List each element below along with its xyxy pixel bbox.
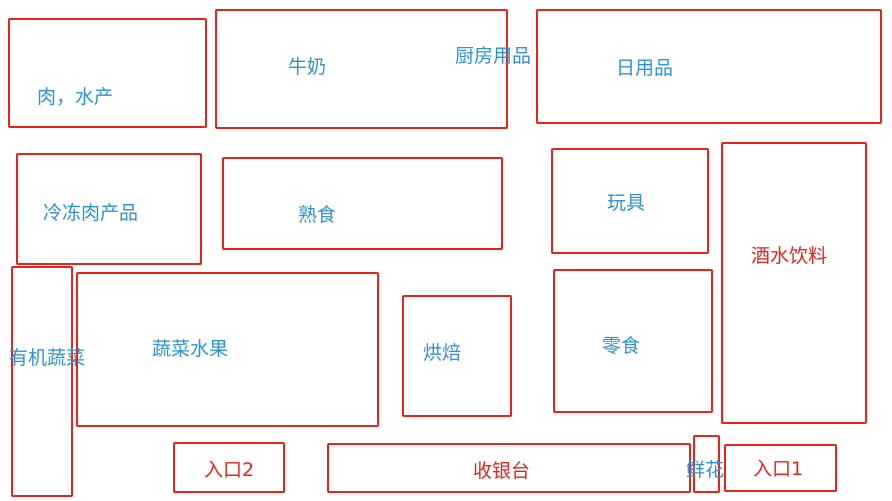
veg-fruit-label: 蔬菜水果 — [152, 338, 229, 360]
toys-label: 玩具 — [607, 192, 646, 214]
beverages-label: 酒水饮料 — [751, 245, 828, 267]
daily-goods-label: 日用品 — [616, 57, 674, 79]
deli-label: 熟食 — [298, 204, 337, 226]
checkout-box — [327, 443, 691, 493]
frozen-meat-section — [16, 153, 202, 265]
bakery-label: 烘焙 — [423, 342, 462, 364]
entrance-1-label: 入口1 — [753, 458, 804, 480]
meat-seafood-section — [8, 18, 207, 128]
flowers-box — [693, 435, 720, 493]
snacks-section — [553, 269, 713, 413]
milk-section — [215, 9, 508, 129]
veg-fruit-section — [76, 272, 379, 427]
flowers-label: 鲜花 — [686, 459, 725, 481]
meat-seafood-label: 肉，水产 — [37, 86, 114, 108]
organic-veg-label: 有机蔬菜 — [9, 347, 86, 369]
snacks-label: 零食 — [602, 335, 641, 357]
deli-section — [222, 157, 503, 250]
daily-goods-section — [536, 9, 882, 124]
toys-section — [551, 148, 709, 254]
kitchenware-label: 厨房用品 — [455, 45, 532, 67]
entrance-2-label: 入口2 — [204, 459, 255, 481]
bakery-section — [402, 295, 512, 417]
frozen-meat-label: 冷冻肉产品 — [43, 202, 139, 224]
entrance-2-box — [173, 442, 285, 493]
beverages-section — [721, 142, 867, 424]
checkout-label: 收银台 — [473, 460, 531, 482]
entrance-1-box — [724, 444, 837, 492]
organic-veg-section — [11, 266, 73, 497]
milk-label: 牛奶 — [288, 56, 327, 78]
